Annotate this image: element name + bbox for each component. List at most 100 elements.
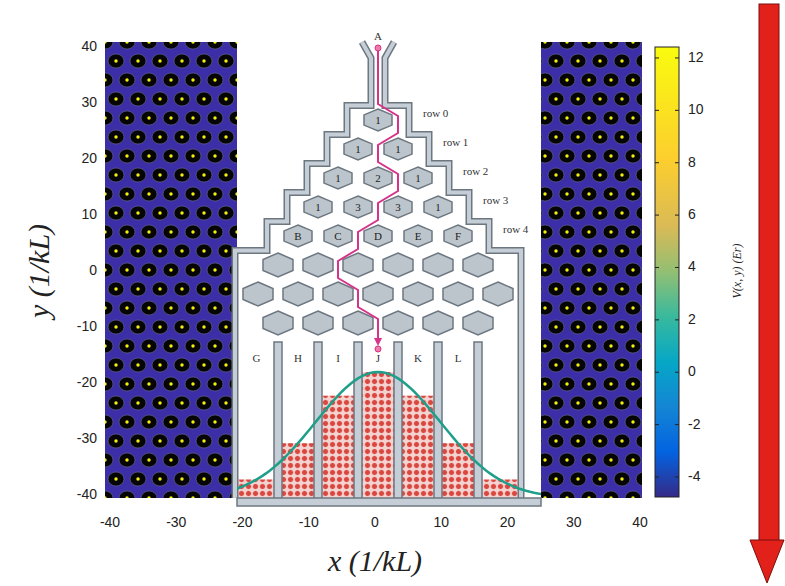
peg-hexagon xyxy=(483,282,513,306)
tick-label: -10 xyxy=(299,515,319,530)
hexagon-shape xyxy=(344,196,372,218)
tick-mark xyxy=(675,110,679,111)
axis-title: y (1/kL) xyxy=(22,224,55,318)
peg-number: 1 xyxy=(403,166,433,190)
ball-pile xyxy=(358,372,398,498)
arrow-head xyxy=(750,540,784,583)
tick-label: 30 xyxy=(566,515,582,530)
peg-hexagon xyxy=(403,282,433,306)
colorbar-ticks xyxy=(655,58,679,477)
bin-label: L xyxy=(455,352,462,364)
peg-hexagon: 1 xyxy=(423,195,453,219)
peg-hexagon xyxy=(463,253,493,277)
hexagon-shape xyxy=(344,138,372,160)
peg-hexagon: 1 xyxy=(403,166,433,190)
peg-hexagon xyxy=(363,282,393,306)
tick-label: -40 xyxy=(100,515,120,530)
tick-mark xyxy=(655,110,659,111)
bin-divider xyxy=(354,342,362,500)
peg-hexagon xyxy=(383,253,413,277)
tick-mark xyxy=(675,57,679,58)
axis-title: x (1/kL) xyxy=(328,544,422,577)
peg-number: 1 xyxy=(383,137,413,161)
tick-mark xyxy=(655,267,659,268)
peg-number: 1 xyxy=(363,108,393,132)
arrow-shaft xyxy=(759,4,779,541)
ball-bins xyxy=(237,342,521,500)
tick-label: 40 xyxy=(632,515,648,530)
colorbar-tick: 2 xyxy=(688,312,696,327)
peg-hexagon: B xyxy=(283,224,313,248)
tick-label: -30 xyxy=(166,515,186,530)
ball-pile xyxy=(478,480,521,499)
ball-pile xyxy=(237,480,278,499)
peg-number: B xyxy=(283,224,313,248)
tick-label: 10 xyxy=(433,515,449,530)
peg-hexagon: F xyxy=(443,224,473,248)
tick-mark xyxy=(655,477,659,478)
hexagon-shape xyxy=(284,225,312,247)
bin-label: I xyxy=(336,352,340,364)
tick-mark xyxy=(675,477,679,478)
path-line xyxy=(338,50,398,340)
bin-divider xyxy=(274,342,282,500)
bin-label: K xyxy=(414,352,422,364)
peg-hexagon xyxy=(383,311,413,335)
peg-hexagon xyxy=(423,253,453,277)
colorbar-tick: 4 xyxy=(688,260,696,275)
colorbar-tick: 0 xyxy=(688,365,696,380)
tick-mark xyxy=(675,215,679,216)
tick-label: 30 xyxy=(81,95,97,110)
colorbar-tick: -4 xyxy=(688,469,700,484)
hexagon-shape xyxy=(404,167,432,189)
peg-number: 3 xyxy=(383,195,413,219)
peg-hexagon: D xyxy=(363,224,393,248)
peg-hexagon: 3 xyxy=(343,195,373,219)
tick-label: -20 xyxy=(77,375,97,390)
ball-pile xyxy=(438,443,478,498)
peg-hexagon: 1 xyxy=(343,137,373,161)
hexagon-shape xyxy=(444,225,472,247)
peg-hexagon: 1 xyxy=(383,137,413,161)
tick-label: 0 xyxy=(371,515,379,530)
tick-label: -20 xyxy=(232,515,252,530)
peg-hexagon: C xyxy=(323,224,353,248)
peg-hexagon xyxy=(423,311,453,335)
peg-hexagon xyxy=(443,282,473,306)
hexagon-shape xyxy=(324,225,352,247)
galton-board xyxy=(237,42,541,506)
peg-hexagon: 1 xyxy=(363,108,393,132)
peg-number: 1 xyxy=(303,195,333,219)
tick-mark xyxy=(675,424,679,425)
tick-mark xyxy=(655,215,659,216)
hexagon-shape xyxy=(404,225,432,247)
colorbar-tick: 6 xyxy=(688,207,696,222)
peg-number: 3 xyxy=(343,195,373,219)
peg-hexagon xyxy=(323,282,353,306)
colorbar-title: V(x, y) (Er) xyxy=(731,244,744,299)
peg-number: D xyxy=(363,224,393,248)
tick-mark xyxy=(675,162,679,163)
path-arrowhead xyxy=(374,338,382,346)
point-label: A xyxy=(374,30,382,42)
peg-hexagon: 1 xyxy=(303,195,333,219)
gaussian-curve xyxy=(237,372,541,495)
tick-label: -10 xyxy=(77,319,97,334)
hexagon-shape xyxy=(364,225,392,247)
tick-mark xyxy=(675,372,679,373)
gaussian-line xyxy=(237,372,541,495)
peg-number: C xyxy=(323,224,353,248)
peg-hexagon xyxy=(343,253,373,277)
tick-label: -40 xyxy=(77,487,97,502)
hexagon-shape xyxy=(384,138,412,160)
colorbar-tick: -2 xyxy=(688,417,700,432)
bin-divider xyxy=(394,342,402,500)
tick-mark xyxy=(675,319,679,320)
peg-hexagon: 1 xyxy=(323,166,353,190)
peg-number: F xyxy=(443,224,473,248)
hexagon-shape xyxy=(424,196,452,218)
peg-number: 2 xyxy=(363,166,393,190)
bin-label: J xyxy=(376,352,380,364)
hexagon-shape xyxy=(364,109,392,131)
